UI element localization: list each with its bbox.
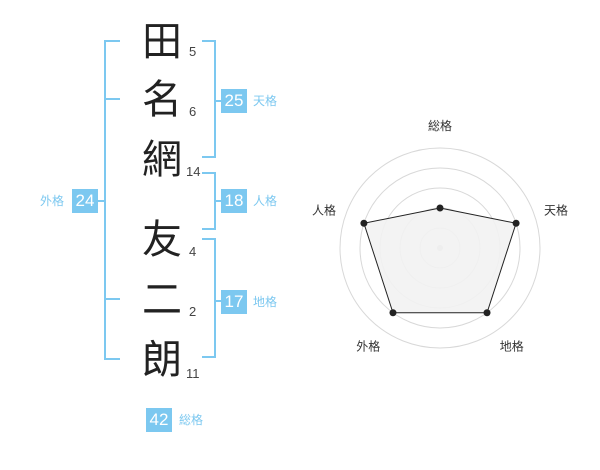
radar-point-4 — [389, 309, 397, 317]
radar-grid-ring — [359, 167, 521, 329]
stroke-count-3: 14 — [186, 164, 201, 179]
tenkaku-label: 天格 — [253, 94, 278, 108]
radar-polygon — [363, 207, 517, 314]
radar-grid-ring — [339, 147, 541, 349]
radar-axis-label: 外格 — [356, 339, 380, 354]
name-char-1: 田 — [142, 19, 182, 65]
radar-axis-label: 天格 — [544, 202, 568, 217]
stroke-count-4: 4 — [189, 244, 197, 259]
name-char-4: 友 — [142, 217, 182, 263]
radar-axis-label: 人格 — [312, 202, 336, 217]
radar-axis-label: 地格 — [500, 339, 524, 354]
stroke-count-1: 5 — [189, 44, 197, 59]
chikaku-label: 地格 — [253, 295, 278, 309]
stroke-count-5: 2 — [189, 304, 197, 319]
gaikaku-badge: 24 — [72, 189, 98, 213]
radar-point-1 — [436, 204, 444, 212]
stroke-count-2: 6 — [189, 104, 197, 119]
soukaku-badge: 42 — [146, 408, 172, 432]
jinkaku-label: 人格 — [253, 194, 278, 208]
radar-points — [360, 204, 520, 317]
stroke-count-6: 11 — [186, 366, 200, 381]
radar-point-5 — [360, 219, 368, 227]
tenkaku-badge: 25 — [221, 89, 247, 113]
name-char-2: 名 — [142, 77, 182, 123]
name-char-6: 朗 — [142, 337, 182, 383]
name-char-5: 二 — [142, 277, 182, 323]
chikaku-badge: 17 — [221, 290, 247, 314]
radar-axis-label: 総格 — [428, 118, 452, 133]
gaikaku-label: 外格 — [40, 194, 65, 208]
jinkaku-badge: 18 — [221, 189, 247, 213]
radar-point-3 — [483, 309, 491, 317]
name-char-3: 網 — [142, 137, 182, 183]
radar-point-2 — [512, 219, 520, 227]
soukaku-label: 総格 — [179, 413, 204, 427]
